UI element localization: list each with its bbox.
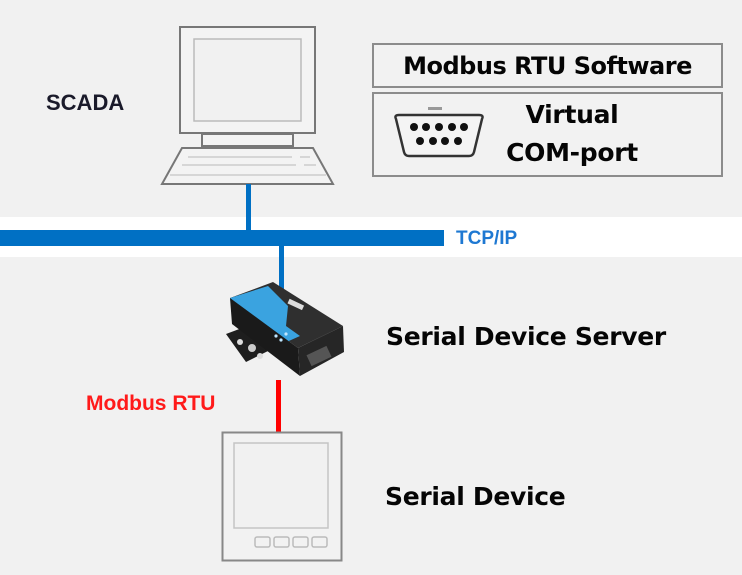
- virtual-com-line1: Virtual: [525, 100, 619, 129]
- server-tcp-link: [279, 244, 284, 290]
- db9-connector-icon: [394, 107, 484, 158]
- scada-tcp-link: [246, 184, 251, 232]
- virtual-com-line2: COM-port: [506, 138, 638, 167]
- modbus-rtu-software-box: Modbus RTU Software: [372, 43, 723, 88]
- tcpip-label: TCP/IP: [456, 228, 518, 249]
- scada-label: SCADA: [46, 90, 125, 115]
- serial-device-panel-icon: [221, 431, 343, 562]
- modbus-rtu-label: Modbus RTU: [86, 392, 216, 415]
- virtual-com-port-box: Virtual COM-port: [372, 92, 723, 177]
- tcpip-bus: [0, 230, 444, 246]
- virtual-com-port-label: Virtual COM-port: [492, 96, 652, 172]
- serial-device-server-label: Serial Device Server: [386, 322, 666, 351]
- computer-icon: [160, 26, 335, 185]
- modbus-rtu-link: [276, 380, 281, 433]
- serial-device-server-icon: [226, 282, 344, 376]
- serial-device-label: Serial Device: [385, 482, 566, 511]
